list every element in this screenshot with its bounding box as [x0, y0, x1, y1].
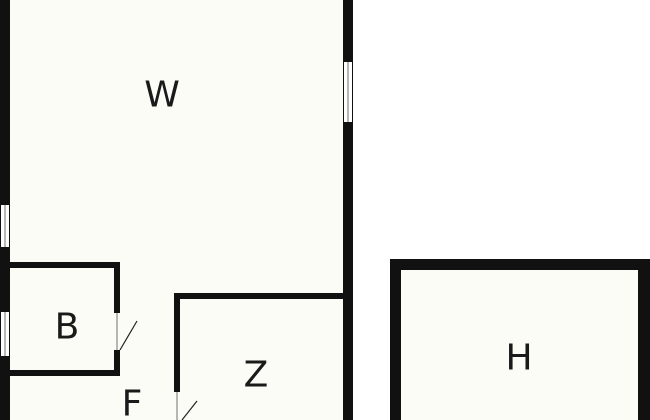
wall-h-left — [390, 259, 401, 420]
door-z-leaf — [181, 400, 198, 420]
room-label-z: Z — [244, 355, 269, 396]
room-label-w: W — [144, 75, 180, 116]
wall-right — [343, 0, 353, 420]
room-label-h: H — [505, 338, 532, 379]
floor-h — [401, 270, 638, 420]
wall-z-top — [174, 293, 343, 299]
room-label-f: F — [122, 384, 143, 420]
wall-z-left — [174, 293, 180, 420]
wall-h-top — [390, 259, 650, 270]
wall-b-top — [10, 262, 120, 268]
room-label-b: B — [55, 307, 80, 348]
door-b-leaf — [119, 320, 138, 351]
wall-b-bottom — [10, 370, 120, 376]
wall-h-right — [638, 259, 650, 420]
